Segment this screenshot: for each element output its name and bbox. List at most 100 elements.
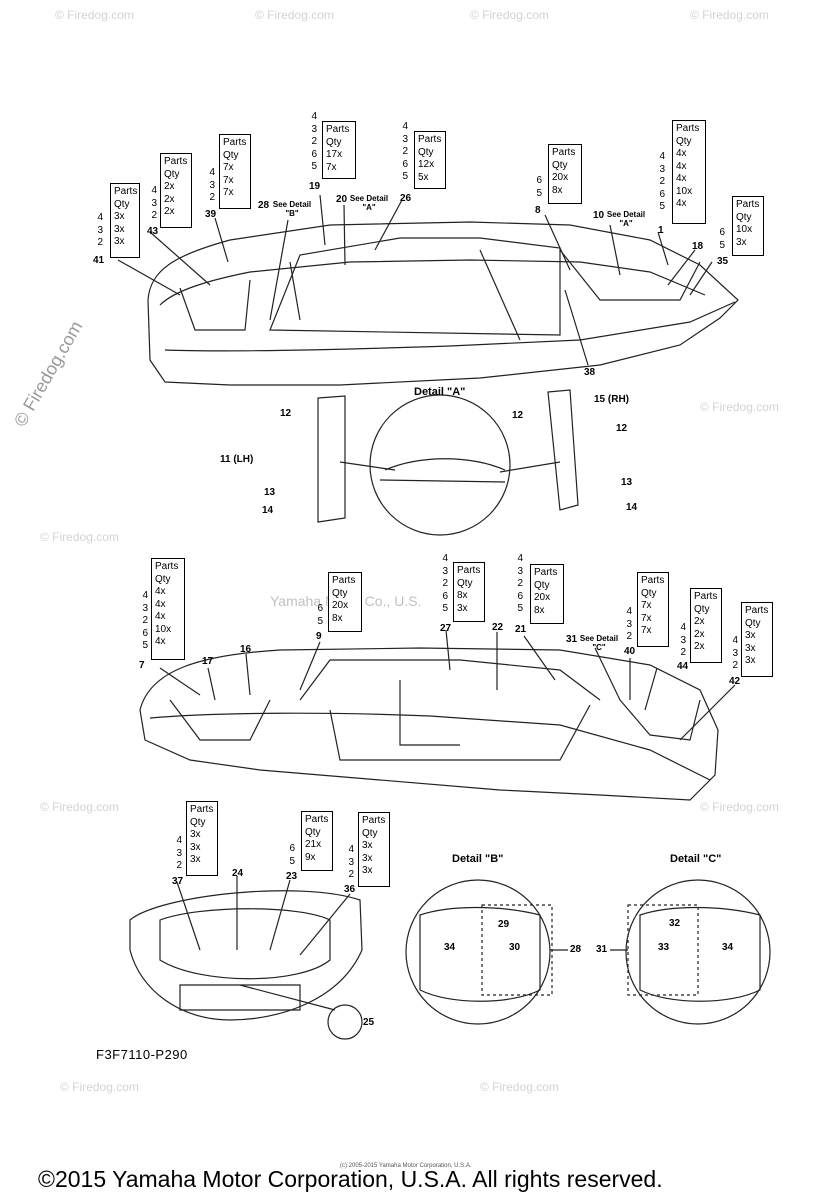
callout-32: 32 [669, 918, 681, 929]
callout-21: 21 [515, 624, 527, 635]
callout-38: 38 [584, 367, 596, 378]
callout-28-note: See Detail"B" [272, 200, 312, 218]
callout-34: 34 [722, 942, 734, 953]
callout-10-note: See Detail"A" [606, 210, 646, 228]
detail-a-circle [369, 394, 511, 536]
callout-20: 20 [336, 194, 348, 205]
detail-25-circle [327, 1004, 363, 1040]
callout-40: 40 [624, 646, 636, 657]
callout-17: 17 [202, 656, 214, 667]
callout-15-rh: 15 (RH) [594, 394, 630, 405]
watermark: © Firedog.com [40, 530, 119, 544]
callout-34: 34 [444, 942, 456, 953]
callout-12: 12 [512, 410, 524, 421]
callout-22: 22 [492, 622, 504, 633]
callout-18: 18 [692, 241, 704, 252]
watermark: © Firedog.com [470, 8, 549, 22]
callout-29: 29 [498, 919, 510, 930]
watermark: © Firedog.com [255, 8, 334, 22]
callout-12: 12 [280, 408, 292, 419]
callout-27: 27 [440, 623, 452, 634]
callout-33: 33 [658, 942, 670, 953]
detail-b-circle [405, 879, 551, 1025]
callout-8: 8 [535, 205, 541, 216]
callout-26: 26 [400, 193, 412, 204]
watermark: © Firedog.com [55, 8, 134, 22]
callout-30: 30 [509, 942, 521, 953]
watermark: © Firedog.com [690, 8, 769, 22]
watermark: © Firedog.com [700, 800, 779, 814]
callout-12: 12 [616, 423, 628, 434]
callout-42: 42 [729, 676, 741, 687]
callout-31-note: See Detail"C" [579, 634, 619, 652]
callout-9: 9 [316, 631, 322, 642]
callout-35: 35 [717, 256, 729, 267]
watermark: © Firedog.com [40, 800, 119, 814]
callout-23: 23 [286, 871, 298, 882]
callout-13: 13 [621, 477, 633, 488]
callout-37: 37 [172, 876, 184, 887]
watermark: © Firedog.com [480, 1080, 559, 1094]
callout-11-lh: 11 (LH) [220, 454, 254, 465]
callout-31: 31 [566, 634, 578, 645]
callout-24: 24 [232, 868, 244, 879]
watermark: © Firedog.com [60, 1080, 139, 1094]
detail-b-title: Detail "B" [452, 853, 504, 865]
callout-28: 28 [258, 200, 270, 211]
detail-c-circle [625, 879, 771, 1025]
copyright-footer: ©2015 Yamaha Motor Corporation, U.S.A. A… [38, 1166, 663, 1192]
callout-1: 1 [658, 225, 664, 236]
callout-16: 16 [240, 644, 252, 655]
callout-19: 19 [309, 181, 321, 192]
watermark: © Firedog.com [700, 400, 779, 414]
tiny-copyright: (c) 2005-2015 Yamaha Motor Corporation, … [340, 1163, 472, 1169]
detail-c-title: Detail "C" [670, 853, 722, 865]
callout-10: 10 [593, 210, 605, 221]
callout-20-note: See Detail"A" [349, 194, 389, 212]
callout-39: 39 [205, 209, 217, 220]
callout-13: 13 [264, 487, 276, 498]
callout-43: 43 [147, 226, 159, 237]
callout-7: 7 [139, 660, 145, 671]
callout-28-detail: 28 [570, 944, 582, 955]
detail-a-title: Detail "A" [414, 386, 466, 398]
callout-31-detail: 31 [596, 944, 608, 955]
callout-25: 25 [363, 1017, 375, 1028]
